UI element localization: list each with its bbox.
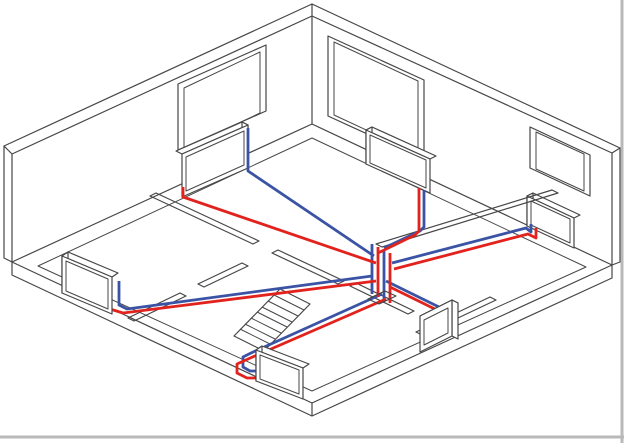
supply-riser (376, 247, 392, 303)
radiator-freestanding-right (419, 299, 459, 353)
return-pipe-right-far-radiator (391, 224, 533, 265)
return-pipe-freestanding-left (117, 274, 373, 311)
staircase (233, 288, 311, 352)
riser-manifold-floor-opening (367, 290, 397, 305)
supply-pipe-left-wall-radiator (181, 187, 377, 265)
radiator-left-wall (175, 121, 249, 198)
supply-pipe-freestanding-left (108, 279, 377, 315)
left-exterior-wall (3, 3, 313, 263)
supply-pipe-right-far-radiator (393, 228, 538, 271)
radiator-freestanding-left (61, 251, 119, 315)
window-left-wall (177, 44, 267, 151)
interior-partition-walls (127, 189, 559, 336)
return-pipe-right-near-radiator (383, 190, 426, 250)
return-pipe-left-wall-radiator (246, 128, 375, 258)
radiator-right-wall-far (526, 192, 581, 249)
right-exterior-wall (311, 3, 621, 266)
radiator-freestanding-center (255, 345, 310, 400)
window-right-wall-far (529, 126, 591, 197)
radiator-right-wall-near (365, 126, 437, 194)
supply-pipe-right-near-radiator (377, 188, 421, 255)
floor-slab (11, 123, 613, 417)
